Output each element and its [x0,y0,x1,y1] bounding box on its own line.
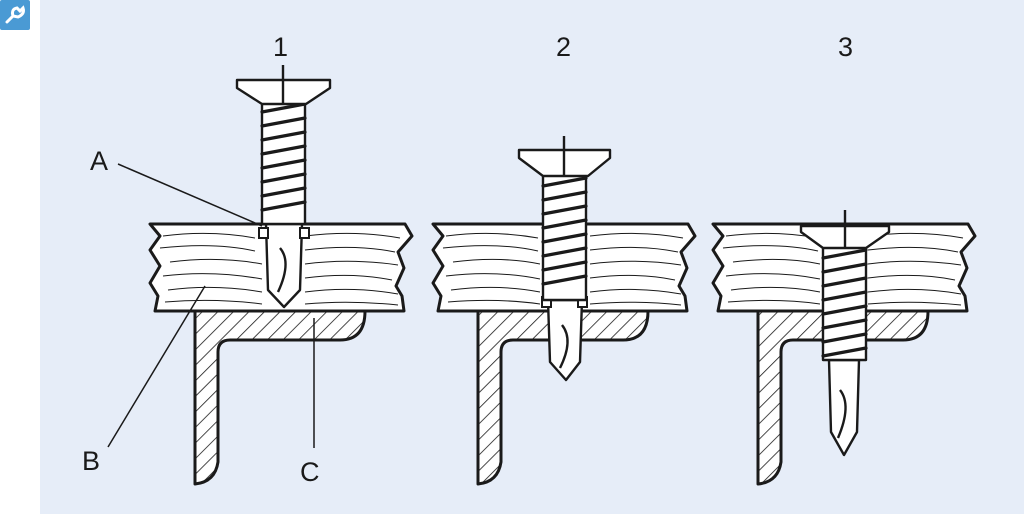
angle-bracket [756,309,930,486]
leader-line-b [107,285,206,448]
screw-threads [260,102,307,212]
screw-threads [541,176,588,286]
callout-c-label: C [300,457,320,487]
step-1-illustration [148,65,414,486]
wing-left [258,227,269,239]
angle-bracket [193,309,367,486]
step-number-2: 2 [556,32,571,62]
callout-a-label: A [90,146,108,176]
step-number-3: 3 [838,32,853,62]
angle-bracket [476,309,650,486]
wood-grain [722,232,964,306]
step-3-illustration [711,210,977,486]
screw-threads [821,248,868,358]
wing-right [299,227,310,239]
wood-grain [442,232,684,306]
drill-tip [264,222,304,309]
wood-grain [159,232,401,306]
leader-line-a [117,163,263,227]
screw-shank [821,244,868,362]
step-2-illustration [431,136,697,486]
callout-b-label: B [82,446,100,476]
wrench-logo-icon [0,0,30,30]
step-number-1: 1 [273,32,288,62]
